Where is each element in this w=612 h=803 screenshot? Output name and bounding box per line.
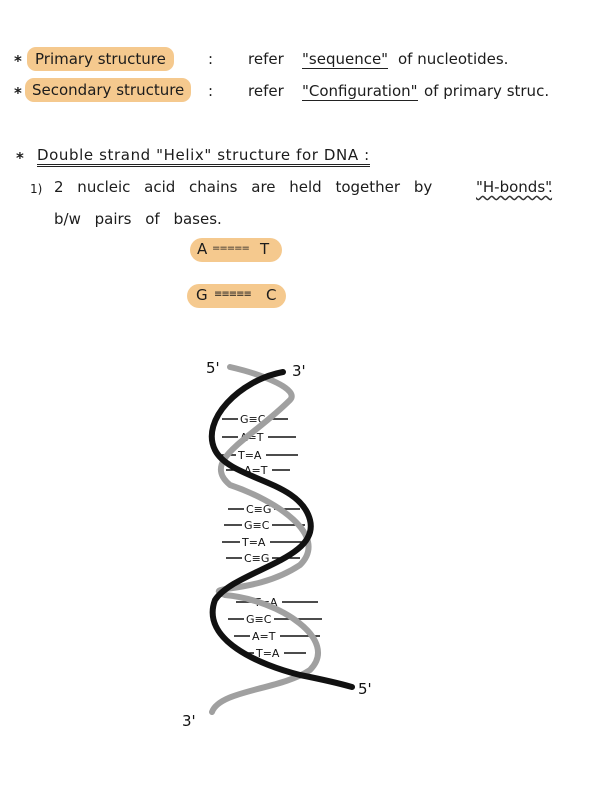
label-5prime-top: 5': [206, 359, 220, 377]
sequence-quoted: "sequence": [302, 50, 389, 69]
secondary-rest: of primary struc.: [424, 82, 550, 100]
base-pair-label-bg: [244, 612, 274, 625]
double-bond-lines: =====: [212, 243, 250, 254]
point1-line2: b/w pairs of bases.: [54, 210, 222, 228]
base-pair-label-bg: [240, 535, 270, 548]
helix-strand-dark: [208, 369, 355, 690]
base-pair-label: A=T: [252, 630, 276, 643]
base-pair-label: T=A: [255, 647, 280, 660]
base-pair-label-bg: [236, 448, 266, 461]
bullet-star: *: [16, 149, 24, 167]
base-pair-label-bg: [254, 646, 284, 659]
base-pair-label: T=A: [237, 449, 262, 462]
pair-right-base: C: [266, 286, 277, 304]
primary-rest: of nucleotides.: [398, 50, 509, 68]
colon: :: [208, 50, 214, 68]
bullet-star: *: [14, 52, 22, 70]
base-pair-label: C≡G: [246, 503, 271, 516]
label-3prime-top: 3': [292, 362, 306, 380]
base-pair-label: T=A: [241, 536, 266, 549]
base-pair-label-bg: [244, 502, 274, 515]
base-pair-label-bg: [242, 518, 272, 531]
pair-right-base: T: [260, 240, 270, 258]
point1-text: 2 nucleic acid chains are held together …: [54, 178, 433, 196]
base-pair-label-bg: [250, 629, 280, 642]
h-bonds-quoted: "H-bonds": [476, 178, 553, 196]
primary-structure-term: Primary structure: [27, 47, 174, 71]
base-pair-label: G≡C: [244, 519, 270, 532]
primary-term-label: Primary structure: [35, 50, 166, 68]
secondary-term-label: Secondary structure: [32, 81, 185, 99]
at-pair-highlight: [190, 238, 282, 262]
triple-bond-lines: ≡≡≡≡≡: [214, 289, 252, 300]
label-5prime-bottom: 5': [358, 680, 372, 698]
helix-heading: Double strand "Helix" structure for DNA …: [37, 146, 370, 167]
refer-word: refer: [248, 50, 284, 68]
secondary-structure-term: Secondary structure: [25, 78, 192, 102]
base-pair-label-bg: [238, 412, 268, 425]
point-number: 1): [30, 182, 43, 196]
base-pair-label-bg: [242, 551, 272, 564]
refer-word: refer: [248, 82, 284, 100]
base-pair-label: G≡C: [240, 413, 266, 426]
configuration-quoted: "Configuration": [302, 82, 418, 101]
gc-pair-highlight: [187, 284, 286, 308]
pair-left-base: G: [196, 286, 208, 304]
period: .: [548, 178, 553, 196]
base-pair-label: C≡G: [244, 552, 269, 565]
pair-left-base: A: [197, 240, 208, 258]
bullet-star: *: [14, 84, 22, 102]
label-3prime-bottom: 3': [182, 712, 196, 730]
base-pair-label: G≡C: [246, 613, 272, 626]
colon: :: [208, 82, 214, 100]
helix-strand-light: [209, 364, 321, 715]
